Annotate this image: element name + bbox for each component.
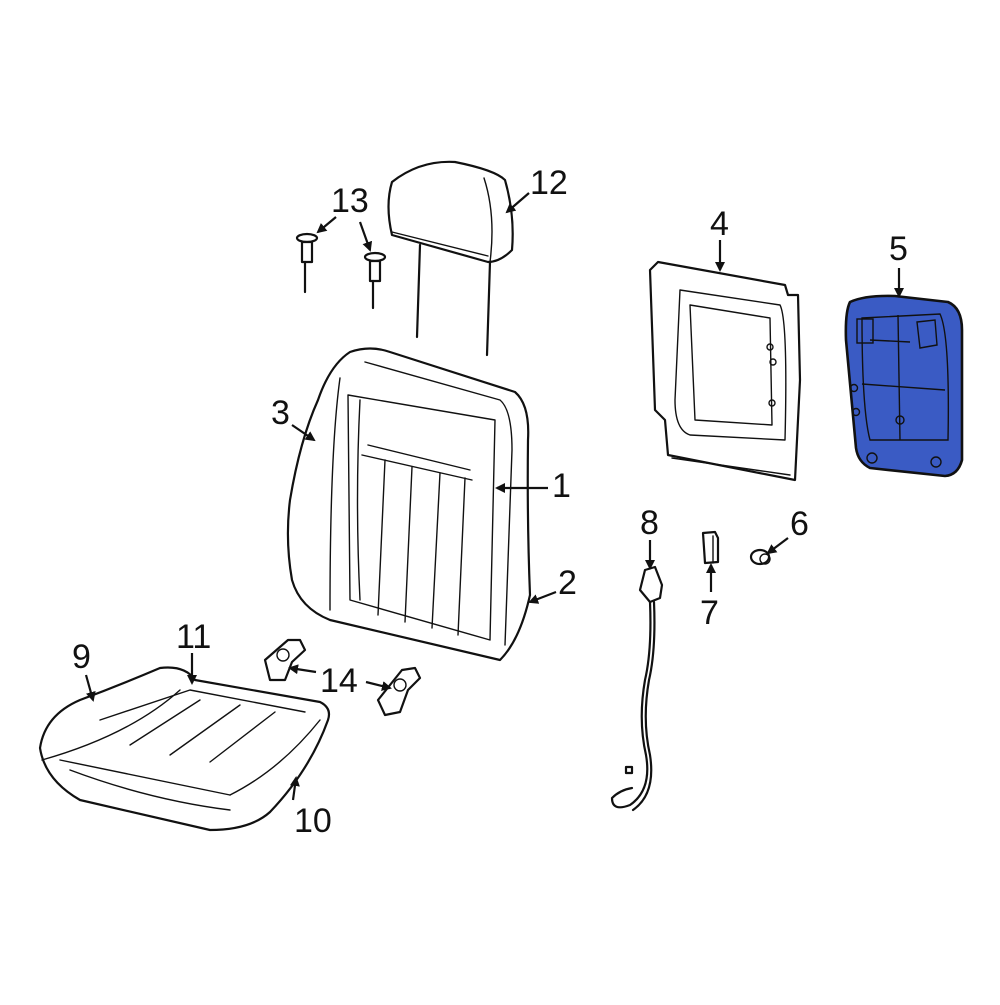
seat-back-panel-frame-part[interactable] xyxy=(648,260,802,482)
callout-13: 13 xyxy=(331,182,369,220)
callout-3: 3 xyxy=(271,394,290,432)
callout-9: 9 xyxy=(72,638,91,676)
seat-cushion-part[interactable] xyxy=(38,666,331,832)
callout-5: 5 xyxy=(889,230,908,268)
callout-1: 1 xyxy=(552,467,571,505)
callout-14: 14 xyxy=(320,662,358,700)
wiring-harness-part[interactable] xyxy=(610,565,664,812)
callout-8: 8 xyxy=(640,504,659,542)
leader-arrows xyxy=(84,192,904,801)
callout-2: 2 xyxy=(558,564,577,602)
retainer-clip-part[interactable] xyxy=(263,638,422,717)
seat-back-part[interactable] xyxy=(286,347,532,662)
callout-12: 12 xyxy=(530,164,568,202)
button-part[interactable] xyxy=(749,548,771,566)
callout-10: 10 xyxy=(294,802,332,840)
callout-11: 11 xyxy=(176,618,212,656)
callout-6: 6 xyxy=(790,505,809,543)
callout-4: 4 xyxy=(710,205,729,243)
callout-7: 7 xyxy=(700,594,719,632)
headrest-part[interactable] xyxy=(387,160,514,357)
clip-part[interactable] xyxy=(701,530,720,565)
seat-back-panel-part-highlighted[interactable] xyxy=(844,294,964,478)
headrest-guide-part[interactable] xyxy=(295,232,387,310)
